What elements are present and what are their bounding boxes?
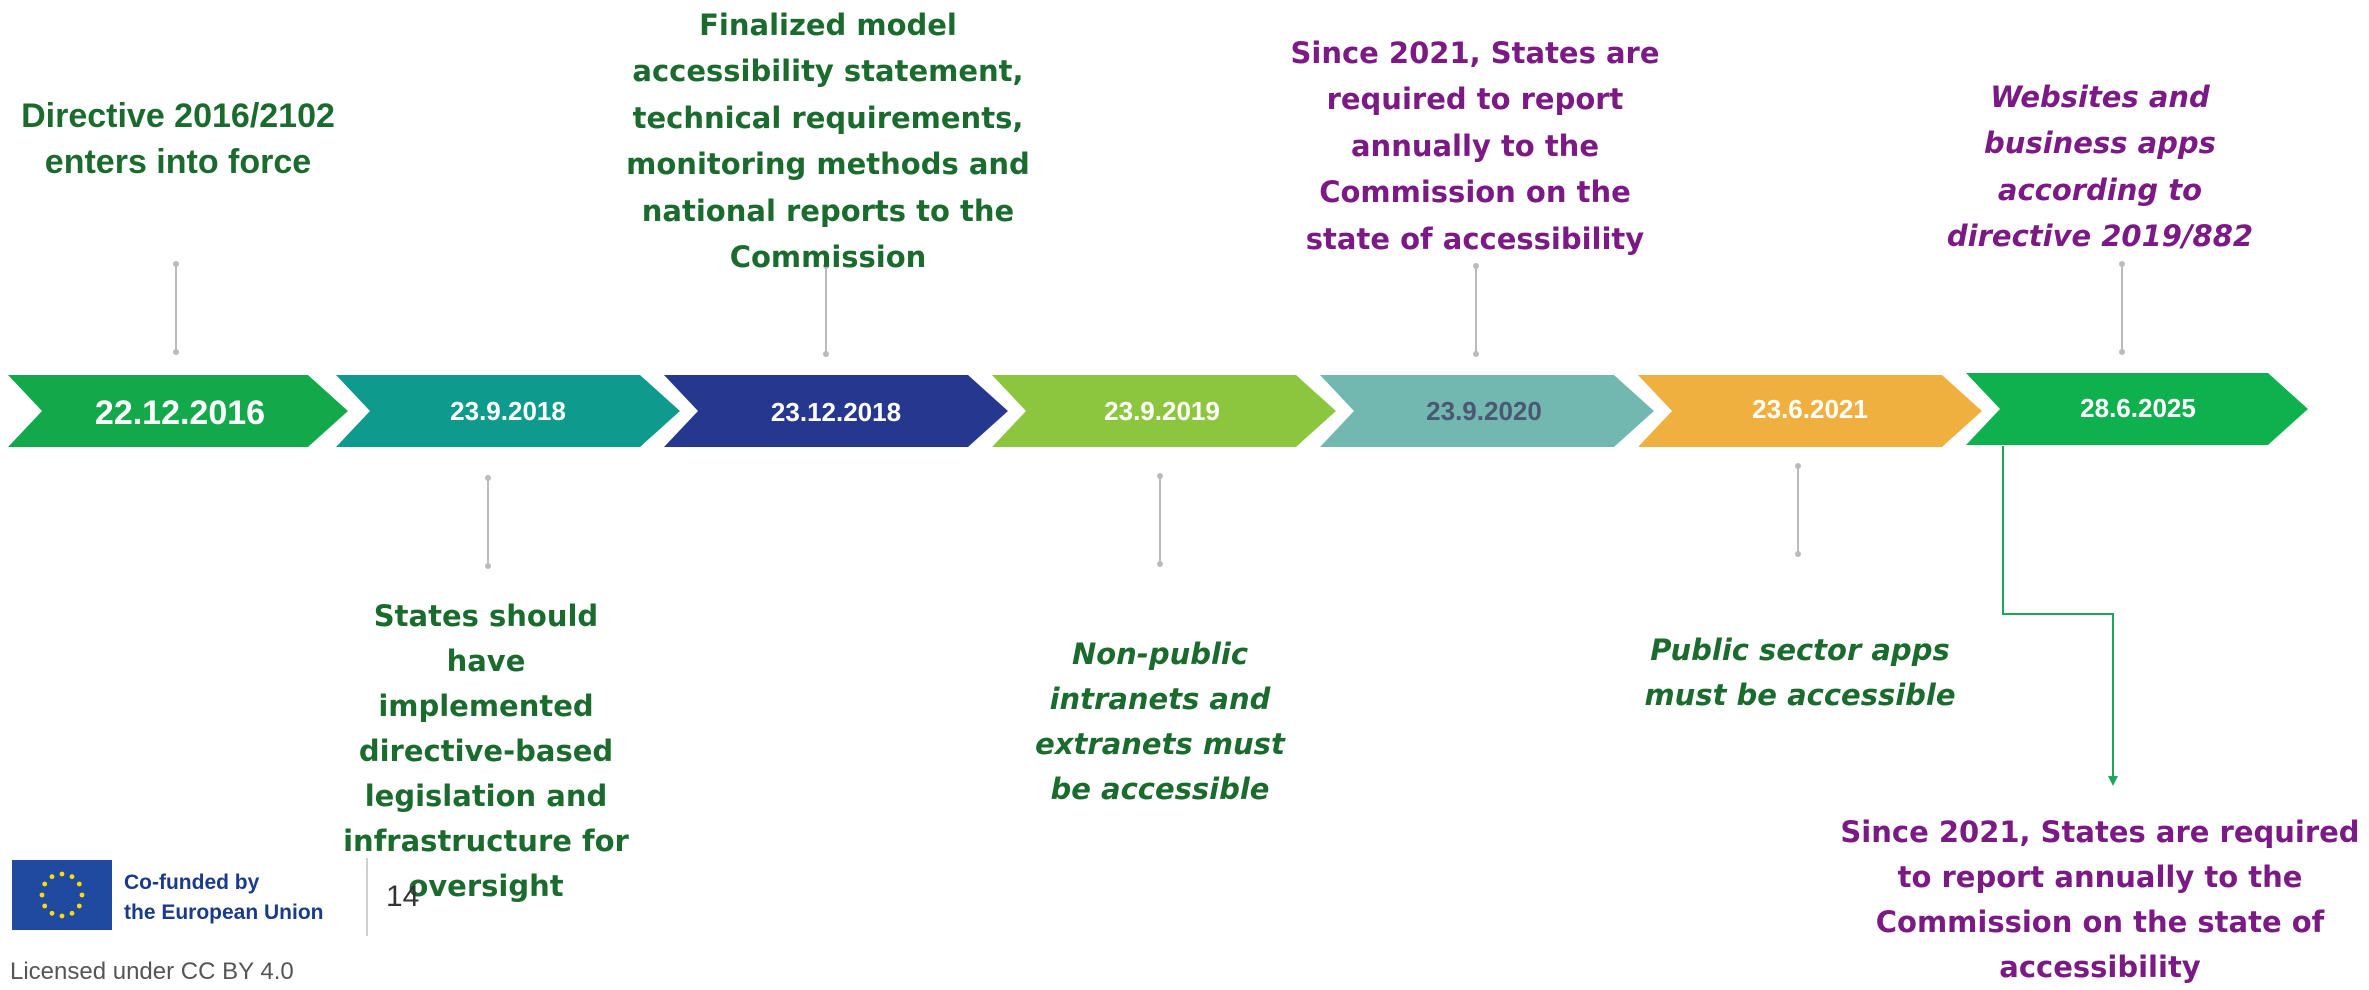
- date-label-6: 23.6.2021: [1752, 394, 1868, 424]
- connector-3-dot2: [823, 351, 829, 357]
- note-annual-report-extra: Since 2021, States are required to repor…: [1840, 815, 2360, 984]
- date-label-5: 23.9.2020: [1426, 396, 1542, 426]
- connector-7-dot: [2119, 261, 2125, 267]
- chevron-5: [1320, 375, 1654, 447]
- cofunded-line-2: the European Union: [124, 901, 324, 925]
- connector-5-dot2: [1473, 351, 1479, 357]
- note-finalized-model: Finalized model accessibility statement,…: [626, 8, 1030, 274]
- note-websites-business-apps: Websites and business apps according to …: [1946, 80, 2254, 254]
- chevron-4: [992, 375, 1336, 447]
- note-public-sector-apps: Public sector apps must be accessible: [1644, 633, 1956, 712]
- license-text: Licensed under CC BY 4.0: [10, 958, 294, 985]
- chevron-1: [8, 375, 348, 447]
- connector-4-dot2: [1157, 561, 1163, 567]
- footer-divider: [366, 858, 368, 936]
- connector-1-dot2: [173, 349, 179, 355]
- connector-3-dot: [823, 263, 829, 269]
- date-labels: 22.12.2016 23.9.2018 23.12.2018 23.9.201…: [95, 393, 2196, 432]
- connector-6-dot2: [1795, 551, 1801, 557]
- extra-connector-arrowhead: [2108, 776, 2118, 786]
- connector-7-dot2: [2119, 349, 2125, 355]
- chevron-2: [336, 375, 680, 447]
- page-number: 14: [386, 880, 420, 913]
- eu-flag-icon: [12, 860, 112, 930]
- date-label-4: 23.9.2019: [1104, 396, 1220, 426]
- date-label-2: 23.9.2018: [450, 396, 566, 426]
- chevron-7: [1966, 373, 2308, 445]
- note-non-public-intranets: Non-public intranets and extranets must …: [1035, 637, 1285, 806]
- connector-2-dot2: [485, 563, 491, 569]
- date-label-7: 28.6.2025: [2080, 393, 2196, 423]
- chevrons: [8, 373, 2308, 447]
- connector-4-dot: [1157, 473, 1163, 479]
- cofunded-line-1: Co-funded by: [124, 871, 260, 894]
- chevron-6: [1638, 375, 1982, 447]
- connector-6-dot: [1795, 463, 1801, 469]
- connectors: [173, 261, 2125, 786]
- date-label-3: 23.12.2018: [771, 397, 901, 427]
- date-label-1: 22.12.2016: [95, 394, 265, 432]
- chevron-3: [664, 375, 1008, 447]
- extra-connector: [2002, 446, 2114, 780]
- note-annual-report: Since 2021, States are required to repor…: [1290, 36, 1660, 256]
- connector-1-dot: [173, 261, 179, 267]
- cofunded-label: Co-funded by the European Union: [124, 868, 324, 929]
- note-directive-enters-force: Directive 2016/2102 enters into force: [21, 97, 335, 181]
- note-states-implemented: States should have implemented directive…: [343, 599, 629, 903]
- connector-2-dot: [485, 475, 491, 481]
- connector-5-dot: [1473, 263, 1479, 269]
